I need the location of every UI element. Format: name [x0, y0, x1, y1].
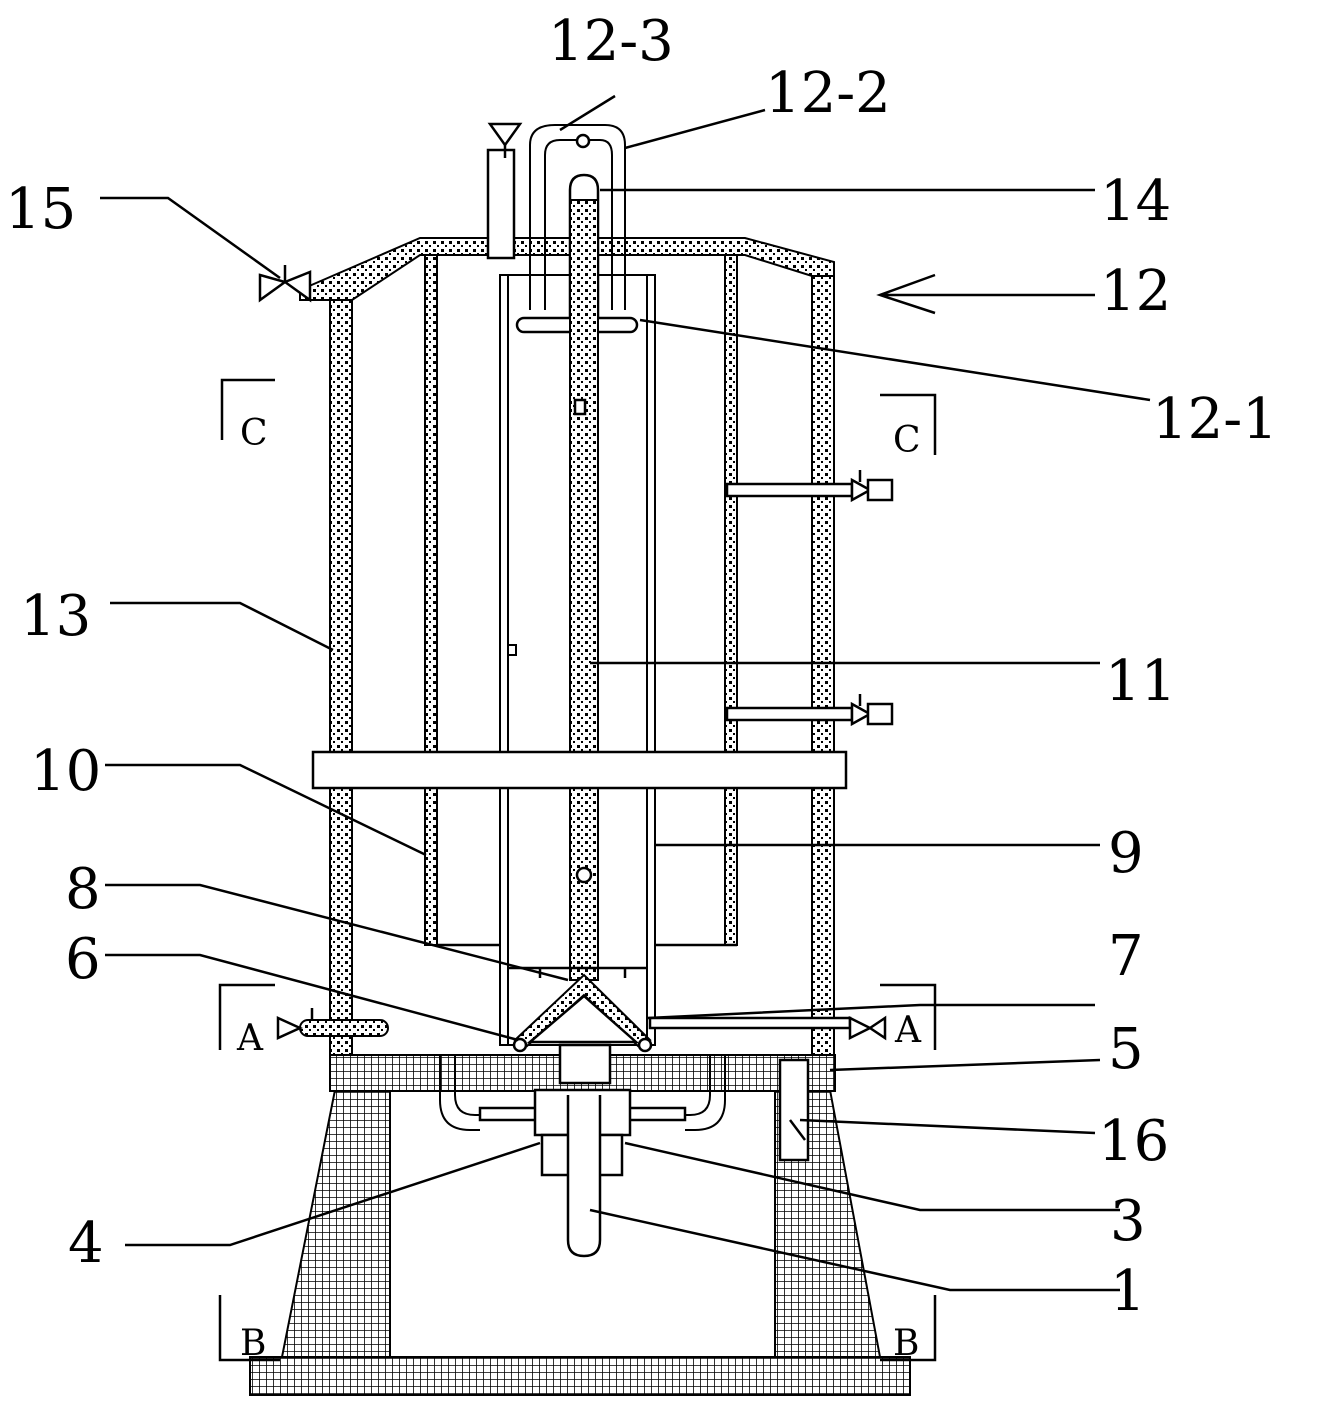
label-9: 9: [1108, 821, 1144, 886]
leader-lines: [100, 94, 1151, 1292]
label-1: 1: [1110, 1259, 1146, 1324]
label-10: 10: [30, 739, 101, 804]
clamp-band: [311, 750, 848, 790]
bottom-plumbing: [439, 1055, 810, 1258]
section-a-left: A: [236, 1018, 264, 1059]
label-12-1: 12-1: [1152, 387, 1278, 452]
cone-distributor: [508, 966, 653, 1085]
label-12-3: 12-3: [548, 9, 674, 74]
label-11: 11: [1105, 649, 1176, 714]
label-15: 15: [5, 177, 76, 242]
section-c-left: C: [240, 413, 268, 454]
side-nozzles: [725, 470, 894, 727]
label-6: 6: [65, 927, 101, 992]
section-c-right: C: [893, 420, 921, 461]
label-16: 16: [1098, 1109, 1169, 1174]
label-3: 3: [1110, 1189, 1146, 1254]
label-8: 8: [65, 857, 101, 922]
section-b-left: B: [240, 1323, 266, 1364]
label-5: 5: [1108, 1017, 1144, 1082]
label-7: 7: [1108, 924, 1144, 989]
label-14: 14: [1100, 169, 1171, 234]
central-pipe: [569, 199, 599, 981]
label-12: 12: [1100, 259, 1171, 324]
label-4: 4: [68, 1211, 104, 1276]
section-markers: [218, 378, 937, 1362]
label-12-2: 12-2: [765, 61, 891, 126]
a-section-nozzles: [276, 1008, 887, 1041]
label-13: 13: [20, 584, 91, 649]
section-b-right: B: [893, 1323, 919, 1364]
section-a-right: A: [894, 1010, 922, 1051]
vent-valve: [258, 265, 312, 303]
